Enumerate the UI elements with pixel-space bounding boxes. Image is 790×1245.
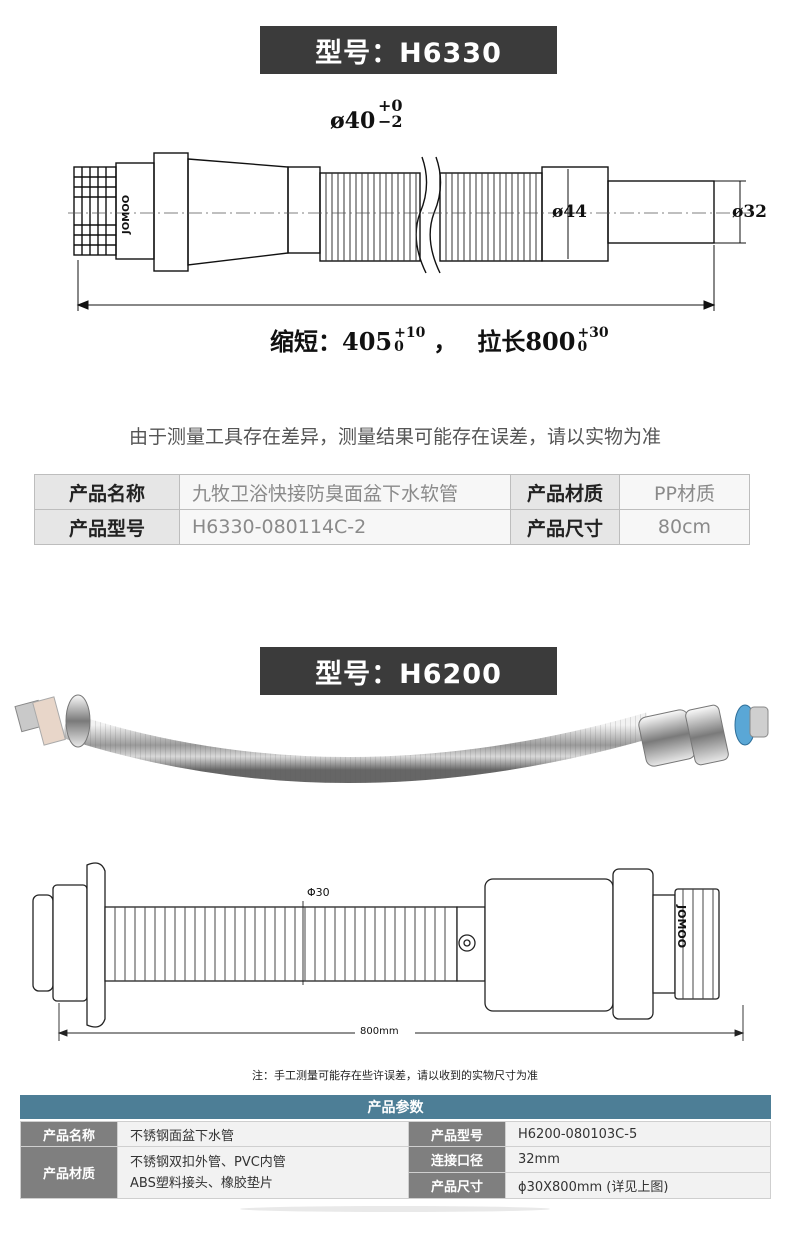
size-value: ϕ30X800mm (详见上图) bbox=[505, 1172, 771, 1199]
h6200-body-outline bbox=[484, 878, 614, 1012]
section2-title: 型号：H6200 bbox=[260, 647, 557, 695]
table-row: 产品名称 九牧卫浴快接防臭面盆下水软管 产品材质 PP材质 bbox=[34, 474, 750, 510]
h6330-hose-left bbox=[319, 172, 421, 262]
h6330-mid-diameter: ø44 bbox=[552, 202, 587, 222]
h6200-product-photo bbox=[14, 694, 769, 783]
table-row: 产品名称 不锈钢面盆下水管 产品型号 H6200-080103C-5 bbox=[20, 1121, 771, 1147]
model-label: 产品型号 bbox=[34, 509, 180, 545]
port-label: 连接口径 bbox=[408, 1146, 506, 1173]
h6200-hose-outline bbox=[104, 906, 458, 982]
h6330-outlet-diameter: ø32 bbox=[732, 202, 767, 222]
h6200-cap-outline bbox=[674, 888, 720, 1000]
size-value: 80cm bbox=[619, 509, 750, 545]
h6200-length-dimension: 800mm bbox=[360, 1026, 399, 1037]
h6330-body bbox=[187, 158, 289, 266]
h6200-right-connector bbox=[685, 704, 729, 766]
name-value: 不锈钢面盆下水管 bbox=[117, 1121, 409, 1147]
material-label: 产品材质 bbox=[510, 474, 620, 510]
h6330-hose-right bbox=[439, 172, 543, 262]
section2-measurement-note: 注：手工测量可能存在些许误差，请以收到的实物尺寸为准 bbox=[252, 1069, 538, 1082]
h6330-tail-pipe bbox=[607, 180, 715, 244]
table-row: 产品材质 不锈钢双扣外管、PVC内管 ABS塑料接头、橡胶垫片 连接口径 32m… bbox=[20, 1146, 771, 1199]
h6200-technical-drawing bbox=[32, 862, 745, 1041]
model-value: H6330-080114C-2 bbox=[179, 509, 511, 545]
h6330-brand-mark: JOMOO bbox=[121, 194, 132, 234]
name-label: 产品名称 bbox=[34, 474, 180, 510]
model-value: H6200-080103C-5 bbox=[505, 1121, 771, 1147]
size-label: 产品尺寸 bbox=[510, 509, 620, 545]
section1-title: 型号：H6330 bbox=[260, 26, 557, 74]
h6330-inlet-tolerance: +0 −2 bbox=[378, 96, 403, 131]
h6200-left-flange-outline bbox=[86, 862, 106, 1028]
material-label: 产品材质 bbox=[20, 1146, 118, 1199]
table-row: 产品型号 H6330-080114C-2 产品尺寸 80cm bbox=[34, 509, 750, 545]
h6330-length-dimension: 缩短：405 +10 0 ， 拉长800 +30 0 bbox=[270, 324, 609, 357]
section2-spec-table: 产品名称 不锈钢面盆下水管 产品型号 H6200-080103C-5 产品材质 … bbox=[20, 1121, 771, 1199]
h6330-cap bbox=[73, 166, 117, 256]
material-value: 不锈钢双扣外管、PVC内管 ABS塑料接头、橡胶垫片 bbox=[117, 1146, 409, 1199]
h6330-neck bbox=[287, 166, 321, 254]
h6330-technical-drawing bbox=[68, 152, 750, 311]
model-label: 产品型号 bbox=[408, 1121, 506, 1147]
table-row: 产品尺寸 ϕ30X800mm (详见上图) bbox=[21, 1172, 771, 1199]
h6330-inlet-diameter: ø40 bbox=[330, 108, 376, 134]
section1-spec-table: 产品名称 九牧卫浴快接防臭面盆下水软管 产品材质 PP材质 产品型号 H6330… bbox=[34, 474, 750, 545]
section1-measurement-note: 由于测量工具存在差异，测量结果可能存在误差，请以实物为准 bbox=[128, 426, 661, 448]
h6200-left-flange bbox=[65, 694, 91, 748]
material-value: PP材质 bbox=[619, 474, 750, 510]
h6200-hose-diameter: Φ30 bbox=[307, 886, 330, 899]
name-label: 产品名称 bbox=[20, 1121, 118, 1147]
h6200-collar-outline bbox=[612, 868, 654, 1020]
section2-table-header: 产品参数 bbox=[20, 1095, 771, 1119]
name-value: 九牧卫浴快接防臭面盆下水软管 bbox=[179, 474, 511, 510]
h6200-brand-mark: JOMOO bbox=[675, 905, 688, 949]
port-value: 32mm bbox=[505, 1146, 771, 1173]
shadow-decoration bbox=[240, 1206, 550, 1212]
size-label: 产品尺寸 bbox=[408, 1172, 506, 1199]
h6330-collar bbox=[153, 152, 189, 272]
